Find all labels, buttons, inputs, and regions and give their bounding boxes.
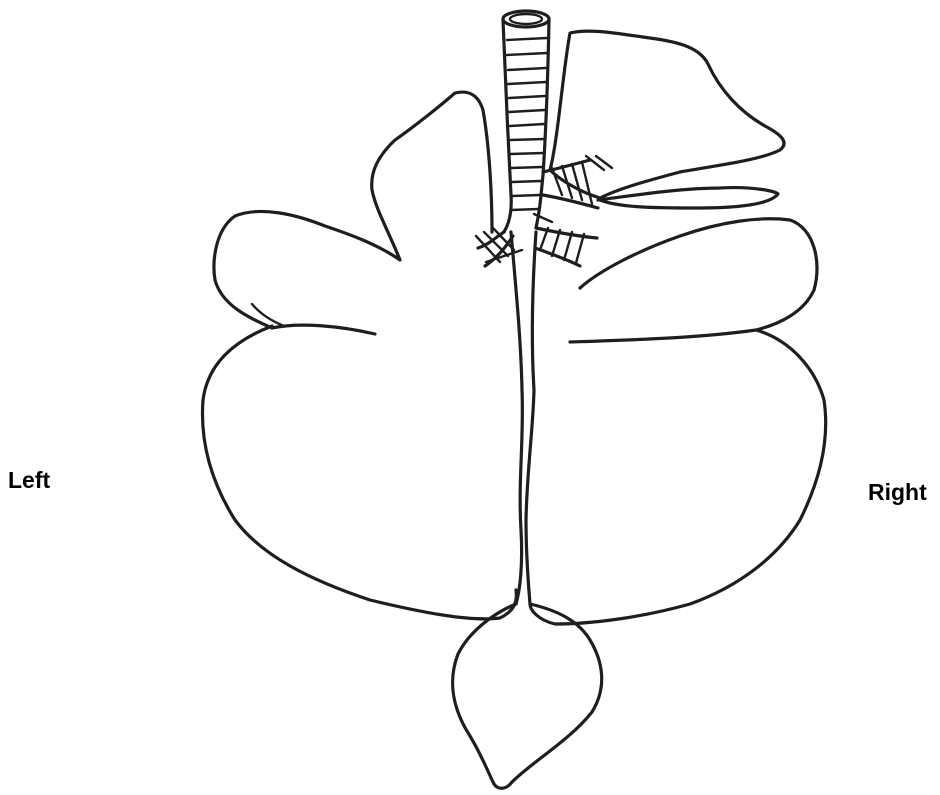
- left-cranial-notch: [252, 304, 284, 326]
- accessory-lobe: [453, 604, 602, 788]
- mediastinal-midline-right: [526, 232, 536, 604]
- left-caudal-lobe: [202, 326, 516, 619]
- right-side-label: Right: [868, 481, 927, 504]
- left-side-label: Left: [8, 469, 50, 492]
- left-bronchus: [476, 228, 522, 266]
- right-middle-lobe-upper: [598, 188, 778, 208]
- trachea: [503, 11, 549, 232]
- right-caudal-lobe: [530, 330, 826, 624]
- right-middle-lobe: [570, 219, 817, 342]
- mediastinal-midline: [511, 232, 522, 604]
- left-cranial-lobe: [214, 92, 492, 334]
- right-bronchi: [534, 156, 612, 266]
